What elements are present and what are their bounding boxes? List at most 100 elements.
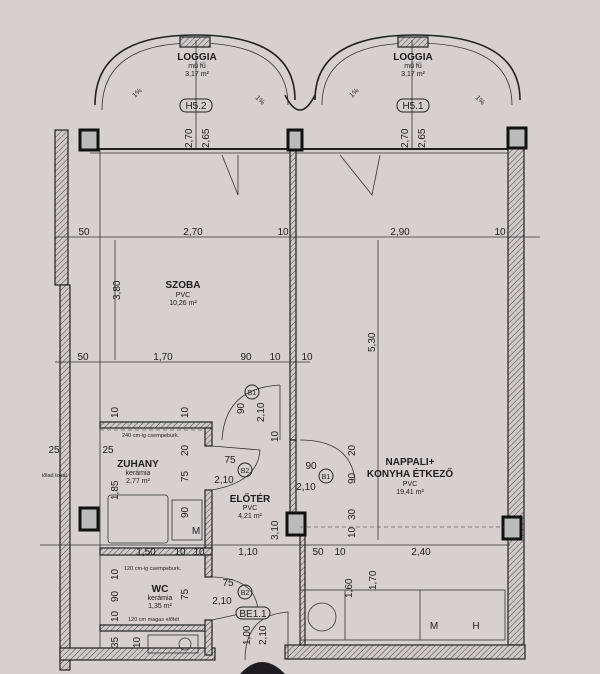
room-floor: PVC bbox=[403, 481, 417, 488]
dimension: 2,10 bbox=[212, 596, 232, 607]
loggia-divider bbox=[284, 94, 316, 111]
room-name: NAPPALI+ bbox=[386, 457, 435, 468]
dimension: 25 bbox=[48, 445, 60, 456]
dimension: 2,10 bbox=[296, 482, 316, 493]
dimension: 2,70 bbox=[183, 227, 203, 238]
dimension: 10 bbox=[494, 227, 506, 238]
door-tag: B2 bbox=[241, 468, 250, 475]
room-name: ELŐTÉR bbox=[230, 492, 271, 505]
dimension: 10 bbox=[347, 526, 358, 538]
door-tag: B1 bbox=[322, 474, 331, 481]
walls bbox=[54, 129, 526, 671]
slope-label: 1% bbox=[131, 87, 143, 99]
dimension: 2,70 bbox=[400, 128, 411, 148]
loggia-right-label: LOGGIA mű fű 3,17 m² 1% 1% H5.1 bbox=[348, 52, 486, 113]
dimension-labels: 2,70 2,65 2,70 2,65 50 2,70 10 2,90 10 5… bbox=[48, 128, 506, 648]
wall-note: 120 cm magas előtét bbox=[128, 617, 180, 623]
pillars bbox=[78, 126, 528, 541]
dimension: 10 bbox=[334, 547, 346, 558]
dimension: 2,65 bbox=[417, 128, 428, 148]
dimension: 75 bbox=[222, 578, 234, 589]
room-area: 3,17 m² bbox=[401, 71, 425, 78]
dimension: 10 bbox=[110, 568, 121, 580]
zuhany-label: ZUHANY kerámia 2,77 m² 240 cm-ig csempeb… bbox=[117, 433, 179, 485]
room-name: WC bbox=[152, 584, 169, 595]
dimension: 10 bbox=[110, 610, 121, 622]
room-floor: mű fű bbox=[404, 63, 422, 70]
dimension: 90 bbox=[347, 472, 358, 484]
dimension: 2,10 bbox=[214, 475, 234, 486]
dimension: 90 bbox=[305, 461, 317, 472]
entrance-door-tag: BE1.1 bbox=[239, 609, 267, 620]
bottom-wall bbox=[284, 644, 526, 660]
dimension: 25 bbox=[102, 445, 114, 456]
doors bbox=[211, 154, 381, 661]
dimension: 10 bbox=[110, 406, 121, 418]
room-area: 1,35 m² bbox=[148, 603, 172, 610]
entrance-marker bbox=[240, 662, 285, 674]
room-name: LOGGIA bbox=[393, 52, 432, 63]
loggia-right bbox=[314, 34, 521, 150]
dimension: 5,30 bbox=[367, 332, 378, 352]
fixture-labels: M M H bbox=[192, 526, 480, 632]
door-tag: B1 bbox=[248, 390, 257, 397]
room-area: 19,41 m² bbox=[396, 489, 424, 496]
room-floor: PVC bbox=[176, 292, 190, 299]
dimension: 2,65 bbox=[201, 128, 212, 148]
room-floor: PVC bbox=[243, 505, 257, 512]
dimension: 30 bbox=[347, 508, 358, 520]
dimension: 10 bbox=[301, 352, 313, 363]
room-name: SZOBA bbox=[166, 280, 201, 291]
dimension: 10 bbox=[270, 430, 281, 442]
nappali-label: NAPPALI+ KONYHA ÉTKEZŐ PVC 19,41 m² bbox=[367, 457, 454, 496]
dimension: 2,70 bbox=[184, 128, 195, 148]
loggia-left bbox=[94, 34, 296, 150]
dimension: 90 bbox=[110, 590, 121, 602]
dimension: 50 bbox=[77, 352, 89, 363]
dimension: 10 bbox=[132, 636, 143, 648]
fixture-label: M bbox=[430, 621, 438, 632]
eloter-label: ELŐTÉR PVC 4,21 m² bbox=[230, 492, 271, 520]
dimension: 35 bbox=[110, 636, 121, 648]
room-floor: kerámia bbox=[126, 470, 151, 477]
dimension: 1,50 bbox=[136, 547, 156, 558]
dimension: 1,00 bbox=[242, 625, 253, 645]
room-floor: mű fű bbox=[188, 63, 206, 70]
partition-wall bbox=[289, 149, 297, 441]
dimension: 2,40 bbox=[411, 547, 431, 558]
dimension: 10 bbox=[277, 227, 289, 238]
tag-h5-1: H5.1 bbox=[402, 101, 424, 112]
slope-label: 1% bbox=[348, 87, 360, 99]
wc-label: WC kerámia 1,35 m² 120 cm-ig csempeburk.… bbox=[124, 566, 182, 623]
door-tags: B1 B1 B2 B2 BE1.1 bbox=[235, 384, 334, 620]
dimension: 1,85 bbox=[110, 480, 121, 500]
dimension: 10 bbox=[193, 547, 205, 558]
room-floor: kerámia bbox=[148, 595, 173, 602]
dimension: 10 bbox=[180, 406, 191, 418]
dimension: 10 bbox=[269, 352, 281, 363]
dimension: 90 bbox=[236, 402, 247, 414]
dimension: 50 bbox=[78, 227, 90, 238]
fixture-label: H bbox=[472, 621, 479, 632]
tag-h5-2: H5.2 bbox=[185, 101, 207, 112]
room-area: 2,77 m² bbox=[126, 478, 150, 485]
dimension: 10 bbox=[174, 547, 186, 558]
tile-note: 240 cm-ig csempeburk. bbox=[122, 433, 180, 439]
fixture-label: M bbox=[192, 526, 200, 537]
dimension: 2,10 bbox=[256, 402, 267, 422]
room-area: 4,21 m² bbox=[238, 513, 262, 520]
room-name: KONYHA ÉTKEZŐ bbox=[367, 467, 454, 480]
dimension: 75 bbox=[180, 588, 191, 600]
room-name: LOGGIA bbox=[177, 52, 216, 63]
room-name: ZUHANY bbox=[117, 459, 159, 470]
dimension: 3,80 bbox=[112, 280, 123, 300]
dimension: 75 bbox=[224, 455, 236, 466]
szoba-label: SZOBA PVC 10,26 m² bbox=[166, 280, 201, 307]
right-wall bbox=[507, 139, 525, 646]
dimension: 1,70 bbox=[368, 570, 379, 590]
slope-label: 1% bbox=[254, 94, 266, 106]
side-note: lőlad tokal bbox=[42, 473, 67, 479]
room-area: 3,17 m² bbox=[185, 71, 209, 78]
dimension: 50 bbox=[312, 547, 324, 558]
